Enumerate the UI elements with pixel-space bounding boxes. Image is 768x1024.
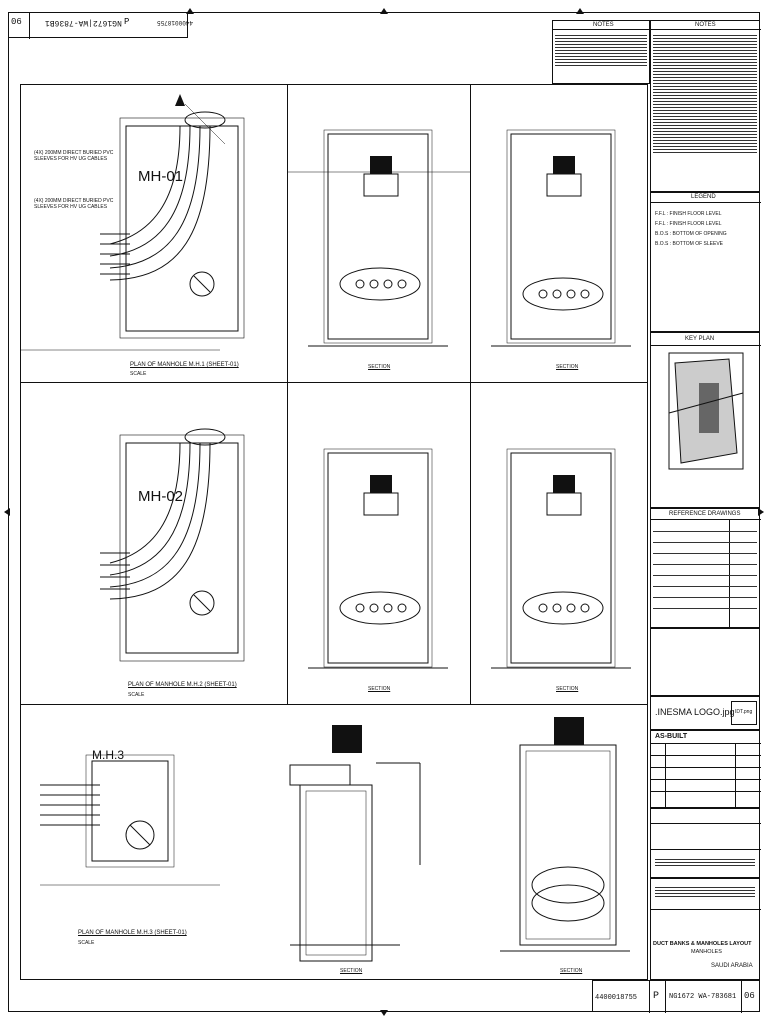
plan-mh02-drawing xyxy=(100,428,245,662)
section-3a-label: SECTION xyxy=(340,968,363,974)
legend-title: LEGEND xyxy=(691,194,716,200)
as-built-panel: AS-BUILT xyxy=(650,730,761,809)
notes-panel-1: NOTES xyxy=(552,20,651,84)
legend-item: F.F.L : FINISH FLOOR LEVEL xyxy=(655,211,722,217)
key-plan-panel: KEY PLAN xyxy=(650,332,761,508)
footer-drawing-no: NG1672 WA-783681 xyxy=(669,993,737,1001)
plan1-note-mid: (4X) 200MM DIRECT BURIED PVC SLEEVES FOR… xyxy=(34,198,114,210)
plan3-scale: SCALE xyxy=(78,940,95,946)
plan3-title: PLAN OF MANHOLE M.H.3 (SHEET-01) xyxy=(78,930,187,936)
mh01-label: MH-01 xyxy=(138,168,184,185)
legend-item: B.O.S : BOTTOM OF SLEEVE xyxy=(655,241,723,247)
section-1a-label: SECTION xyxy=(368,364,391,370)
plan1-scale: SCALE xyxy=(130,371,147,377)
section-1b-label: SECTION xyxy=(556,364,579,370)
section-1a-drawing xyxy=(288,129,470,347)
footer-sheet-letter: P xyxy=(653,991,660,1002)
footer-company-no: 4400018755 xyxy=(595,994,638,1002)
section-2a-drawing xyxy=(308,448,448,669)
notes-title-2: NOTES xyxy=(695,22,716,28)
section-2a-label: SECTION xyxy=(368,686,391,692)
rev-number: 06 xyxy=(11,17,22,27)
blank-panel xyxy=(650,628,760,696)
plan2-scale: SCALE xyxy=(128,692,145,698)
section-2b-drawing xyxy=(491,448,631,669)
idt-logo: IDT.png xyxy=(735,709,753,715)
section-3b-drawing xyxy=(500,717,630,952)
footer-strip: 4400018755 P NG1672 WA-783681 06 xyxy=(592,980,760,1013)
mh3-label: M.H.3 xyxy=(92,748,125,762)
section-2b-label: SECTION xyxy=(556,686,579,692)
reference-title: REFERENCE DRAWINGS xyxy=(669,511,741,517)
title-line-3: SAUDI ARABIA xyxy=(711,963,753,969)
legend-item: F.F.L : FINISH FLOOR LEVEL xyxy=(655,221,722,227)
key-plan-title: KEY PLAN xyxy=(685,336,715,342)
company-block xyxy=(650,808,761,878)
plan2-title: PLAN OF MANHOLE M.H.2 (SHEET-01) xyxy=(128,682,237,688)
title-line-2: MANHOLES xyxy=(691,949,722,955)
as-built-label: AS-BUILT xyxy=(655,733,688,740)
drawing-area xyxy=(20,84,648,980)
notes-title-1: NOTES xyxy=(593,22,614,28)
legend-item: B.O.S : BOTTOM OF OPENING xyxy=(655,231,727,237)
section-3a-drawing xyxy=(289,725,421,962)
mh02-label: MH-02 xyxy=(138,488,184,505)
title-line-1: DUCT BANKS & MANHOLES LAYOUT xyxy=(653,941,752,947)
notes-panel-2: NOTES xyxy=(650,20,761,192)
plan-mh3-drawing xyxy=(40,754,220,886)
footer-rev: 06 xyxy=(744,991,755,1001)
legend-panel: LEGEND F.F.L : FINISH FLOOR LEVEL F.F.L … xyxy=(650,192,761,332)
plan-mh01-drawing xyxy=(20,94,245,351)
section-1b-drawing xyxy=(491,129,631,347)
plan1-note-top: (4X) 200MM DIRECT BURIED PVC SLEEVES FOR… xyxy=(34,150,114,162)
reference-drawings-panel: REFERENCE DRAWINGS xyxy=(650,508,761,629)
sheet-letter-top: P xyxy=(124,17,130,27)
logo-panel: .INESMA LOGO.jpg IDT.png xyxy=(650,696,760,730)
section-3b-label: SECTION xyxy=(560,968,583,974)
key-plan-map xyxy=(668,352,744,470)
top-header-strip: 06 NG1672|WA-7836B1 P 4400018755 xyxy=(8,12,193,39)
title-block: DUCT BANKS & MANHOLES LAYOUT MANHOLES SA… xyxy=(650,878,761,980)
nesma-logo: .INESMA LOGO.jpg xyxy=(655,707,735,717)
plan1-title: PLAN OF MANHOLE M.H.1 (SHEET-01) xyxy=(130,362,239,368)
